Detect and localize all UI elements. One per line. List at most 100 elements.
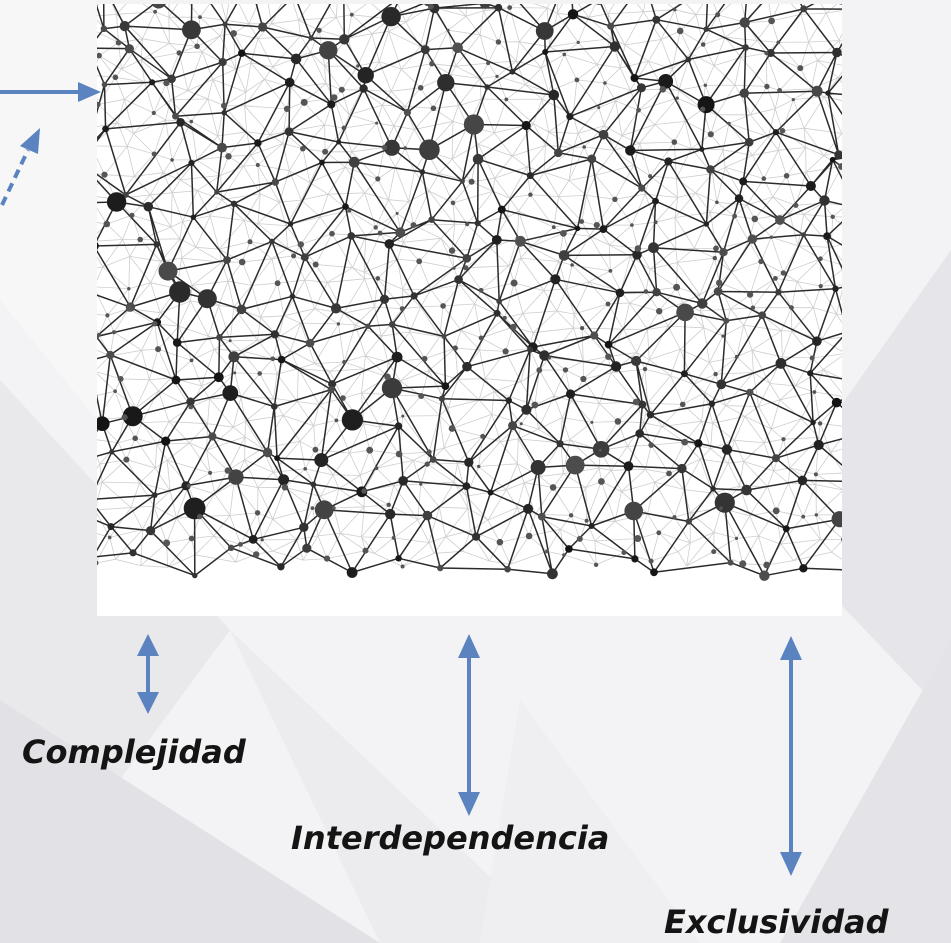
network-node [384,239,395,249]
network-node [656,308,663,315]
network-node [727,559,734,566]
network-node [638,400,647,409]
network-node [403,146,408,150]
network-node [336,139,342,145]
network-nodes [97,4,842,581]
network-node [381,7,401,27]
network-node [721,444,733,455]
network-node [419,169,426,175]
network-node [707,131,714,138]
network-node [258,22,268,32]
network-node [537,512,546,521]
network-node [124,44,134,54]
network-node [342,203,349,210]
network-node [418,393,425,399]
network-node [420,45,430,55]
network-node [545,549,550,554]
network-node [107,523,115,531]
network-node [502,348,509,355]
network-node [146,526,156,536]
network-node [312,261,319,268]
network-node [300,98,308,106]
network-node [121,414,128,421]
network-node [694,439,703,448]
network-node [394,422,403,431]
network-node [646,411,655,419]
network-node [703,83,707,88]
network-node [504,565,511,573]
network-node [277,563,285,571]
network-node [214,189,220,195]
network-node [106,350,115,360]
network-node [127,287,131,291]
network-node [576,40,580,45]
network-node [700,106,706,112]
network-node [230,200,238,207]
network-node [493,309,501,317]
network-node [374,466,379,471]
network-node [813,439,824,451]
network-node [558,250,570,261]
network-node [805,181,816,191]
network-node [811,85,823,97]
network-node [567,9,579,20]
network-node [97,101,101,108]
network-node [838,163,842,170]
network-node [679,401,686,408]
network-node [590,331,599,340]
network-node [579,219,585,224]
network-node [809,355,815,361]
network-node [111,330,117,335]
network-node [547,568,558,580]
network-node [102,125,109,133]
network-node [632,250,642,260]
network-node [429,61,435,67]
network-node [100,25,108,33]
network-node [341,409,363,431]
network-node [208,470,213,475]
network-node [763,561,771,569]
network-node [719,506,723,511]
network-node [829,156,836,163]
network-node [685,518,692,525]
network-node [419,482,423,486]
network-node [671,139,678,145]
network-node [342,360,347,364]
network-node [605,353,612,360]
network-node [338,86,345,93]
network-node [486,61,491,66]
network-node [97,332,101,337]
network-node [590,420,594,424]
network-node [452,266,456,270]
network-node [299,522,309,532]
network-node [634,535,642,542]
network-node [676,303,694,322]
network-node [535,22,554,40]
network-node [356,64,360,68]
network-node [221,110,227,116]
network-node [832,285,839,292]
network-node [494,4,503,12]
network-node [428,4,434,10]
network-node [257,371,262,376]
network-node [247,239,253,245]
network-node [225,153,232,160]
network-node [103,220,111,228]
network-node [472,153,484,165]
network-node [479,4,491,9]
network-node [653,220,658,225]
network-node [379,294,390,304]
network-node [566,113,574,121]
network-node [713,245,719,252]
network-node [152,321,158,327]
network-node [604,340,613,349]
network-node [347,208,352,213]
network-node [697,298,708,309]
network-node [652,288,661,297]
network-node [327,386,335,394]
network-node [375,121,379,125]
network-node [502,315,507,320]
network-node [807,370,814,377]
network-node [300,145,306,152]
network-node [271,403,278,410]
